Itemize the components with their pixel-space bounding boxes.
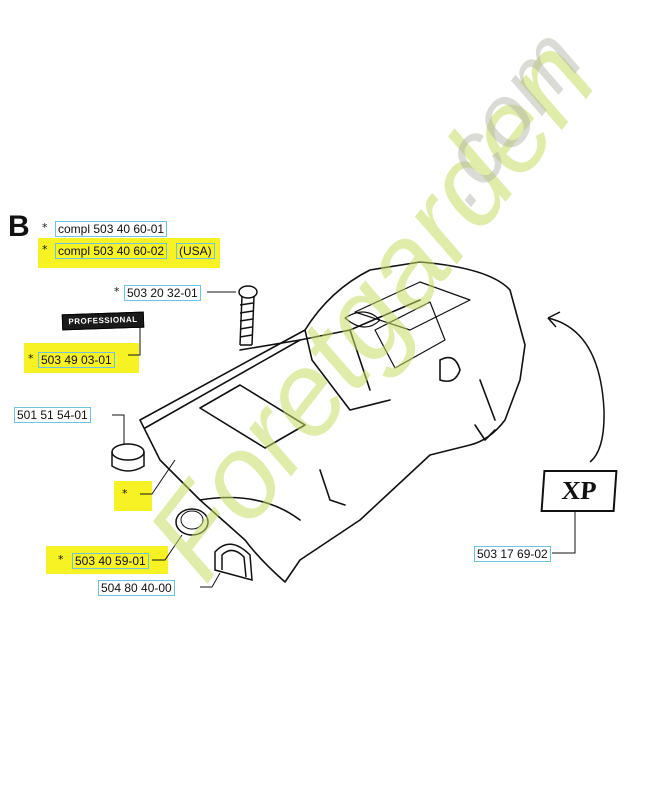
shield-part bbox=[214, 543, 253, 582]
star-single: * bbox=[122, 487, 128, 500]
star-screw: * bbox=[114, 285, 120, 298]
star-decal-pro: * bbox=[28, 352, 34, 365]
star-cap: * bbox=[58, 553, 64, 566]
label-compl-usa: compl 503 40 60-02 bbox=[55, 243, 168, 259]
label-decal-xp: 503 17 69-02 bbox=[474, 546, 551, 562]
star-compl-usa: * bbox=[42, 243, 48, 256]
label-decal-pro: 503 49 03-01 bbox=[38, 352, 115, 368]
highlight-star bbox=[114, 481, 152, 511]
decal-xp: XP bbox=[540, 470, 618, 512]
label-plug: 501 51 54-01 bbox=[14, 407, 91, 423]
screw-part bbox=[238, 285, 258, 346]
section-letter: B bbox=[8, 210, 30, 243]
cover-outline bbox=[139, 261, 526, 583]
cap-part bbox=[175, 508, 209, 536]
plug-part bbox=[111, 443, 145, 472]
label-shield: 504 80 40-00 bbox=[98, 580, 175, 596]
highlight-cap bbox=[46, 546, 168, 574]
label-cap: 503 40 59-01 bbox=[72, 553, 149, 569]
label-screw: 503 20 32-01 bbox=[124, 285, 201, 301]
decal-professional: PROFESSIONAL bbox=[61, 311, 145, 331]
highlight-decal-pro bbox=[24, 343, 139, 373]
star-compl-std: * bbox=[42, 221, 48, 234]
label-compl-std: compl 503 40 60-01 bbox=[55, 221, 168, 237]
label-usa-tag: (USA) bbox=[176, 243, 215, 259]
